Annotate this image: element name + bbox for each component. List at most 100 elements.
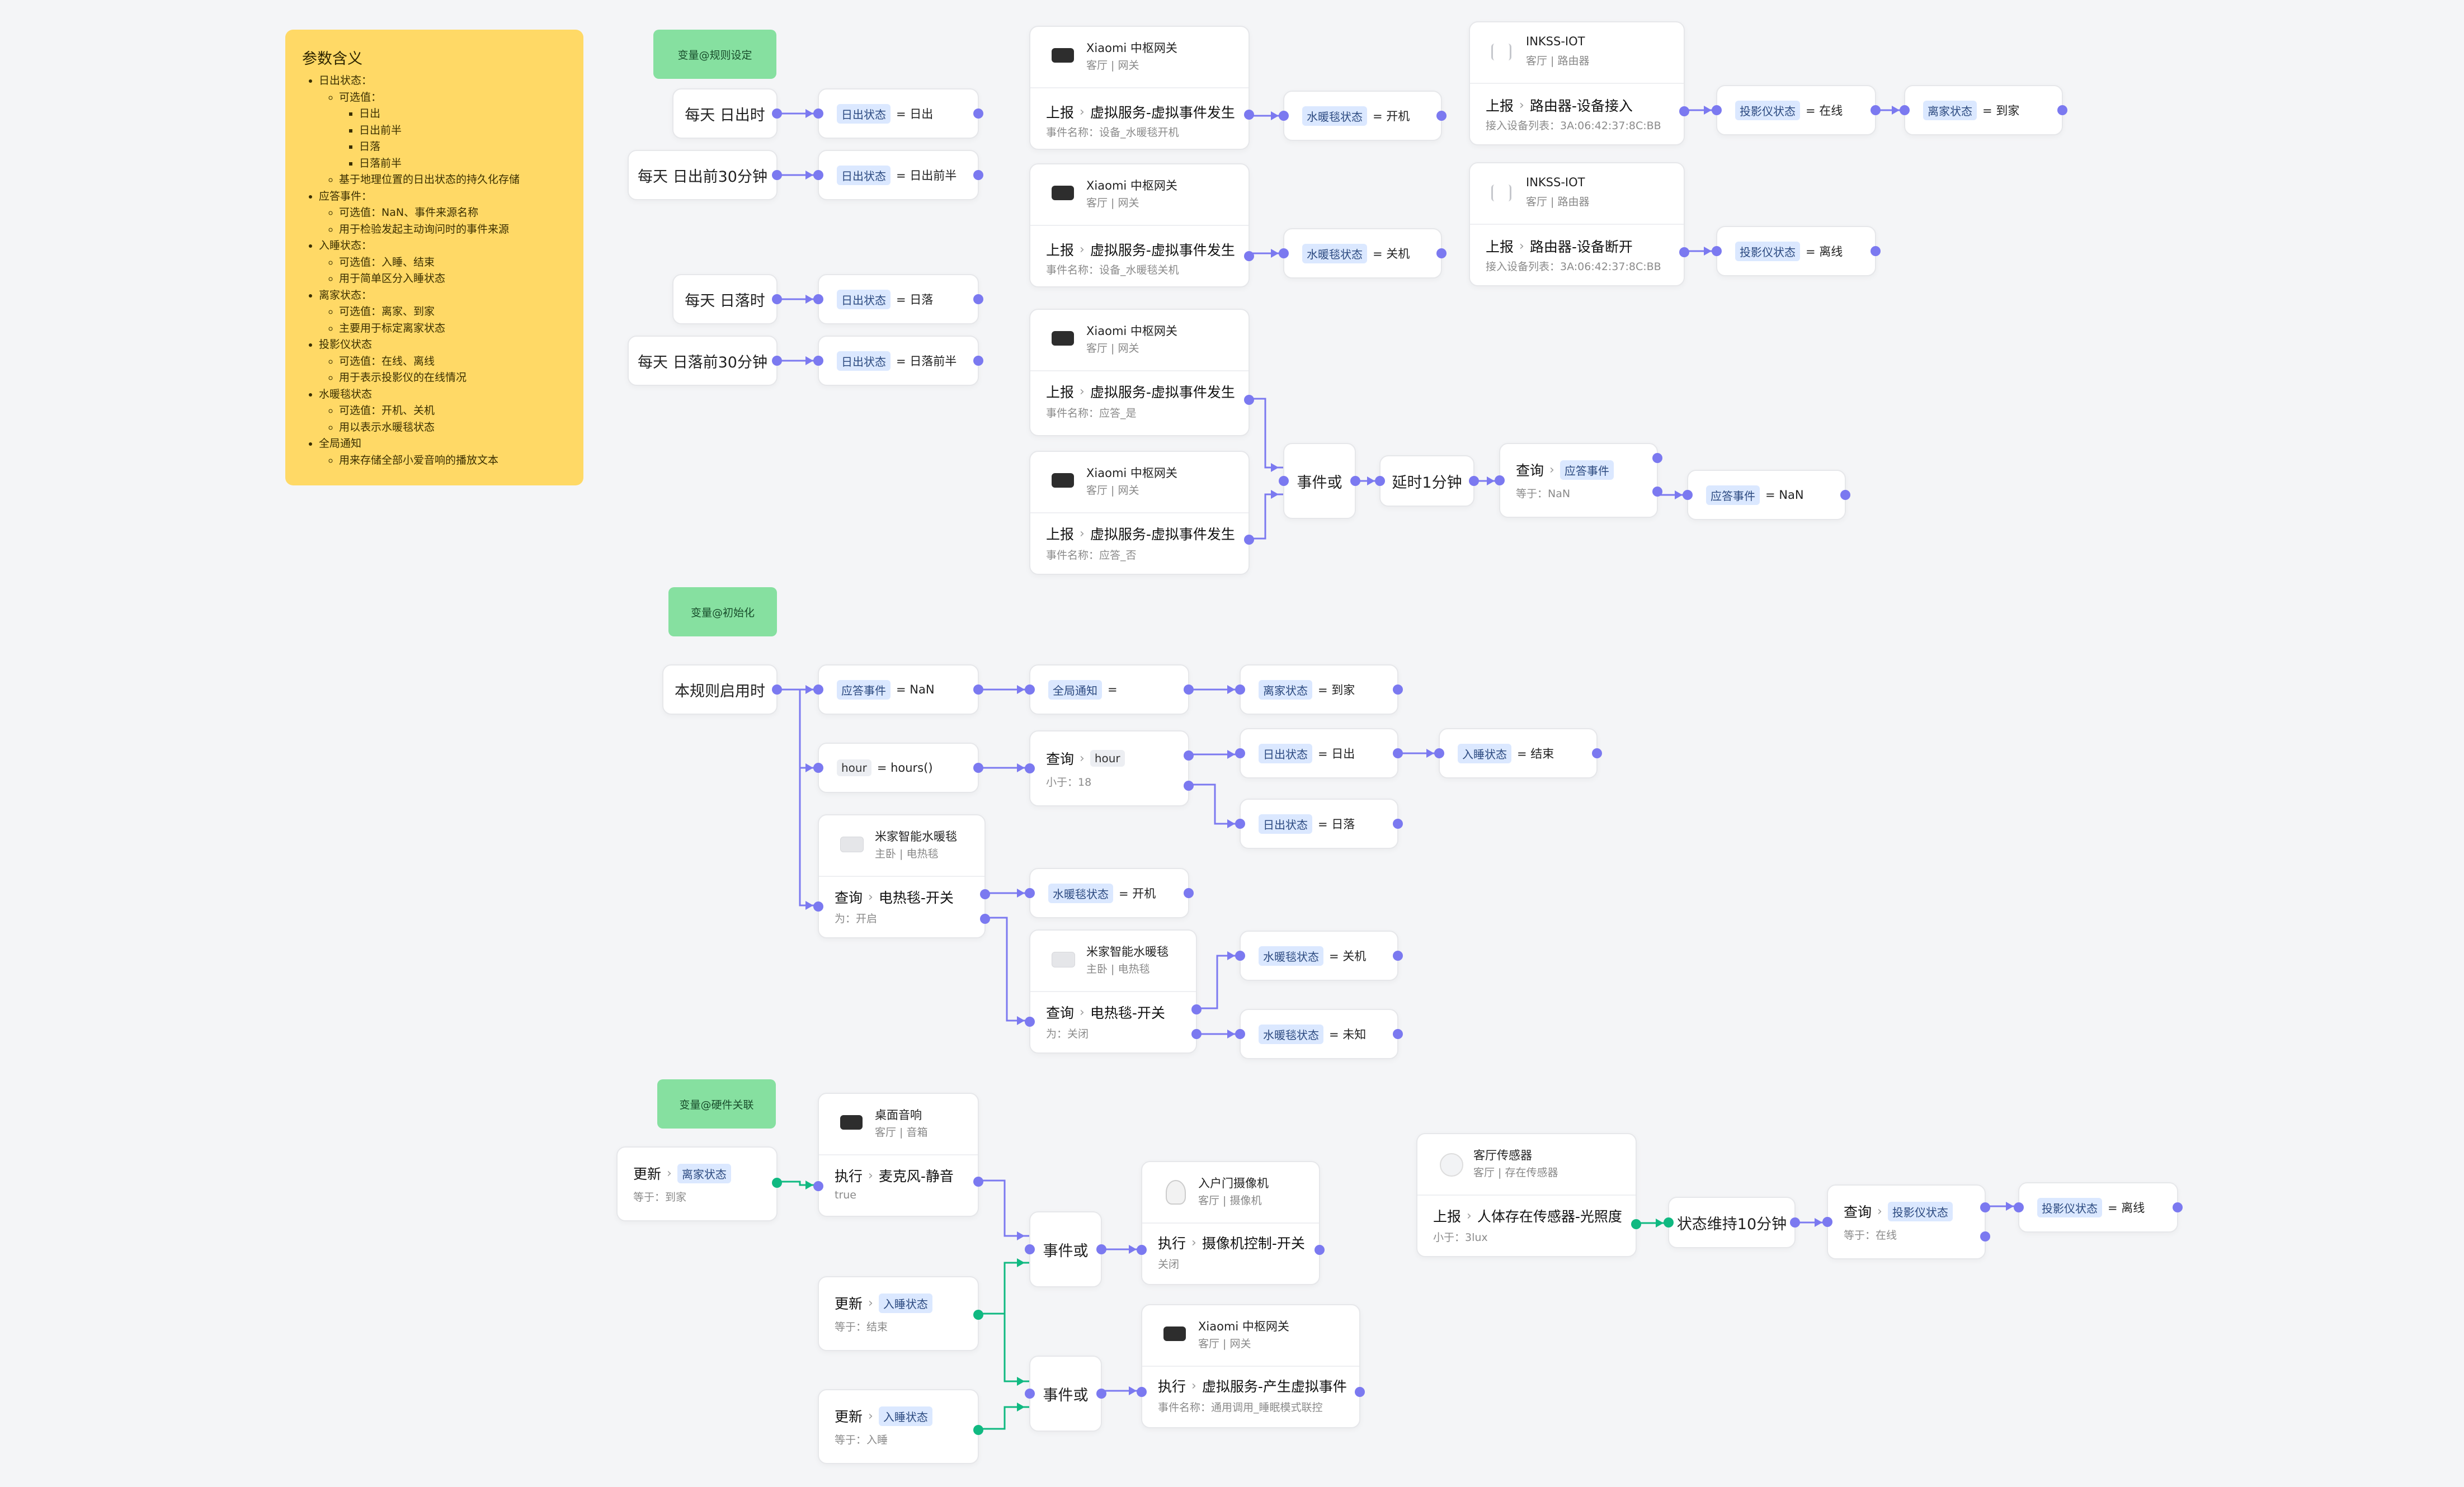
event-or-answer[interactable]: 事件或 [1279,443,1360,519]
output-port[interactable] [1393,685,1403,695]
trigger-sunset[interactable]: 每天 日落时 [672,274,782,324]
output-port[interactable] [1355,1387,1365,1397]
output-port[interactable] [1871,246,1881,256]
event-or-sleep[interactable]: 事件或 [1025,1356,1106,1432]
group-label-rules[interactable]: 变量@规则设定 [653,30,776,79]
output-port[interactable] [1096,1244,1106,1254]
input-port[interactable] [1712,246,1722,256]
query-projector-online[interactable]: 查询›投影仪状态 等于：在线 [1822,1184,1990,1259]
output-port[interactable] [1096,1389,1106,1399]
input-port[interactable] [1235,951,1245,961]
output-port[interactable] [1393,748,1403,758]
output-port[interactable] [1393,819,1403,829]
output-port[interactable] [973,763,983,773]
output-port[interactable] [772,108,782,119]
gateway-event-answer-no[interactable]: Xiaomi 中枢网关 客厅 | 网关 上报›虚拟服务-虚拟事件发生 事件名称：… [1029,451,1254,575]
input-port[interactable] [1683,490,1693,500]
set-sunset-init[interactable]: 日出状态 = 日落 [1235,799,1403,849]
input-port[interactable] [1900,105,1910,115]
output-port[interactable] [1436,111,1447,121]
input-port[interactable] [813,763,823,773]
update-sleep-asleep[interactable]: 更新›入睡状态 等于：入睡 [818,1389,983,1464]
input-port[interactable] [1025,1244,1035,1254]
group-label-hardware[interactable]: 变量@硬件关联 [657,1079,776,1129]
output-port[interactable] [1184,888,1194,898]
gateway-event-blanket-on[interactable]: Xiaomi 中枢网关 客厅 | 网关 上报›虚拟服务-虚拟事件发生 事件名称：… [1029,26,1254,150]
gateway-event-answer-yes[interactable]: Xiaomi 中枢网关 客厅 | 网关 上报›虚拟服务-虚拟事件发生 事件名称：… [1029,309,1254,436]
output-port[interactable] [772,1178,782,1188]
query-answer-event[interactable]: 查询›应答事件 等于：NaN [1495,443,1662,518]
trigger-rule-enabled[interactable]: 本规则启用时 [662,664,782,715]
output-port-false[interactable] [1980,1231,1990,1241]
set-sunset-half[interactable]: 日出状态 = 日落前半 [813,336,983,386]
input-port[interactable] [1664,1217,1674,1228]
gateway-event-blanket-off[interactable]: Xiaomi 中枢网关 客厅 | 网关 上报›虚拟服务-虚拟事件发生 事件名称：… [1029,163,1254,287]
output-port-false[interactable] [1191,1029,1202,1039]
output-port[interactable] [1679,247,1689,257]
set-projector-online[interactable]: 投影仪状态 = 在线 [1712,85,1881,135]
input-port[interactable] [1434,748,1444,758]
output-port[interactable] [973,1177,983,1187]
output-port[interactable] [1350,476,1360,486]
input-port[interactable] [1279,476,1289,486]
output-port[interactable] [973,356,983,366]
output-port-true[interactable] [1184,750,1194,761]
output-port[interactable] [973,1425,983,1435]
output-port[interactable] [1244,535,1254,545]
trigger-sunset-30[interactable]: 每天 日落前30分钟 [628,336,782,386]
output-port[interactable] [1315,1245,1325,1255]
delay-1min[interactable]: 延时1分钟 [1375,455,1479,507]
output-port[interactable] [973,170,983,180]
output-port-false[interactable] [1184,781,1194,791]
output-port[interactable] [1592,748,1602,758]
group-label-init[interactable]: 变量@初始化 [668,587,777,636]
output-port-true[interactable] [1191,1004,1202,1014]
output-port[interactable] [772,685,782,695]
update-sleep-end[interactable]: 更新›入睡状态 等于：结束 [818,1276,983,1351]
output-port[interactable] [973,685,983,695]
input-port[interactable] [1375,476,1385,486]
set-sunset-state[interactable]: 日出状态 = 日落 [813,274,983,324]
output-port[interactable] [772,294,782,304]
set-sleep-end-init[interactable]: 入睡状态 = 结束 [1434,728,1602,778]
input-port[interactable] [813,1181,823,1191]
router-device-disconnect[interactable]: INKSS-IOT 客厅 | 路由器 上报›路由器-设备断开 接入设备列表：3A… [1469,162,1689,286]
output-port[interactable] [1679,106,1689,116]
event-or-camera[interactable]: 事件或 [1025,1211,1106,1287]
set-answer-nan-init[interactable]: 应答事件 = NaN [813,664,983,715]
output-port-false[interactable] [1652,487,1662,497]
set-blanket-on-init[interactable]: 水暖毯状态 = 开机 [1025,868,1194,918]
output-port-false[interactable] [980,914,990,924]
input-port[interactable] [1025,1389,1035,1399]
set-projector-offline[interactable]: 投影仪状态 = 离线 [1712,226,1881,276]
output-port[interactable] [1393,1029,1403,1039]
output-port[interactable] [1184,685,1194,695]
output-port[interactable] [2057,105,2067,115]
set-answer-nan[interactable]: 应答事件 = NaN [1683,470,1850,520]
set-sunrise-half[interactable]: 日出状态 = 日出前半 [813,150,983,200]
input-port[interactable] [813,170,823,180]
output-port[interactable] [973,294,983,304]
input-port[interactable] [813,356,823,366]
set-sunrise-init[interactable]: 日出状态 = 日出 [1235,728,1403,778]
input-port[interactable] [1822,1217,1832,1227]
output-port[interactable] [2173,1202,2183,1212]
set-projector-offline-hw[interactable]: 投影仪状态 = 离线 [2014,1182,2183,1233]
input-port[interactable] [1279,248,1289,258]
router-device-connect[interactable]: INKSS-IOT 客厅 | 路由器 上报›路由器-设备接入 接入设备列表：3A… [1469,21,1689,145]
input-port[interactable] [813,901,823,912]
input-port[interactable] [1235,748,1245,758]
update-away-state[interactable]: 更新›离家状态 等于：到家 [616,1146,782,1221]
set-away-home-init[interactable]: 离家状态 = 到家 [1235,664,1403,715]
input-port[interactable] [813,108,823,119]
query-hour[interactable]: 查询›hour 小于：18 [1025,730,1194,806]
query-blanket-off[interactable]: 米家智能水暖毯 主卧 | 电热毯 查询›电热毯-开关 为：关闭 [1025,929,1202,1054]
output-port[interactable] [772,170,782,180]
input-port[interactable] [1025,685,1035,695]
output-port[interactable] [772,356,782,366]
output-port[interactable] [1840,490,1850,500]
speaker-mic-mute[interactable]: 桌面音响 客厅 | 音箱 执行›麦克风-静音 true [813,1093,983,1217]
set-hour[interactable]: hour = hours() [813,743,983,793]
input-port[interactable] [1137,1245,1147,1255]
input-port[interactable] [1712,105,1722,115]
